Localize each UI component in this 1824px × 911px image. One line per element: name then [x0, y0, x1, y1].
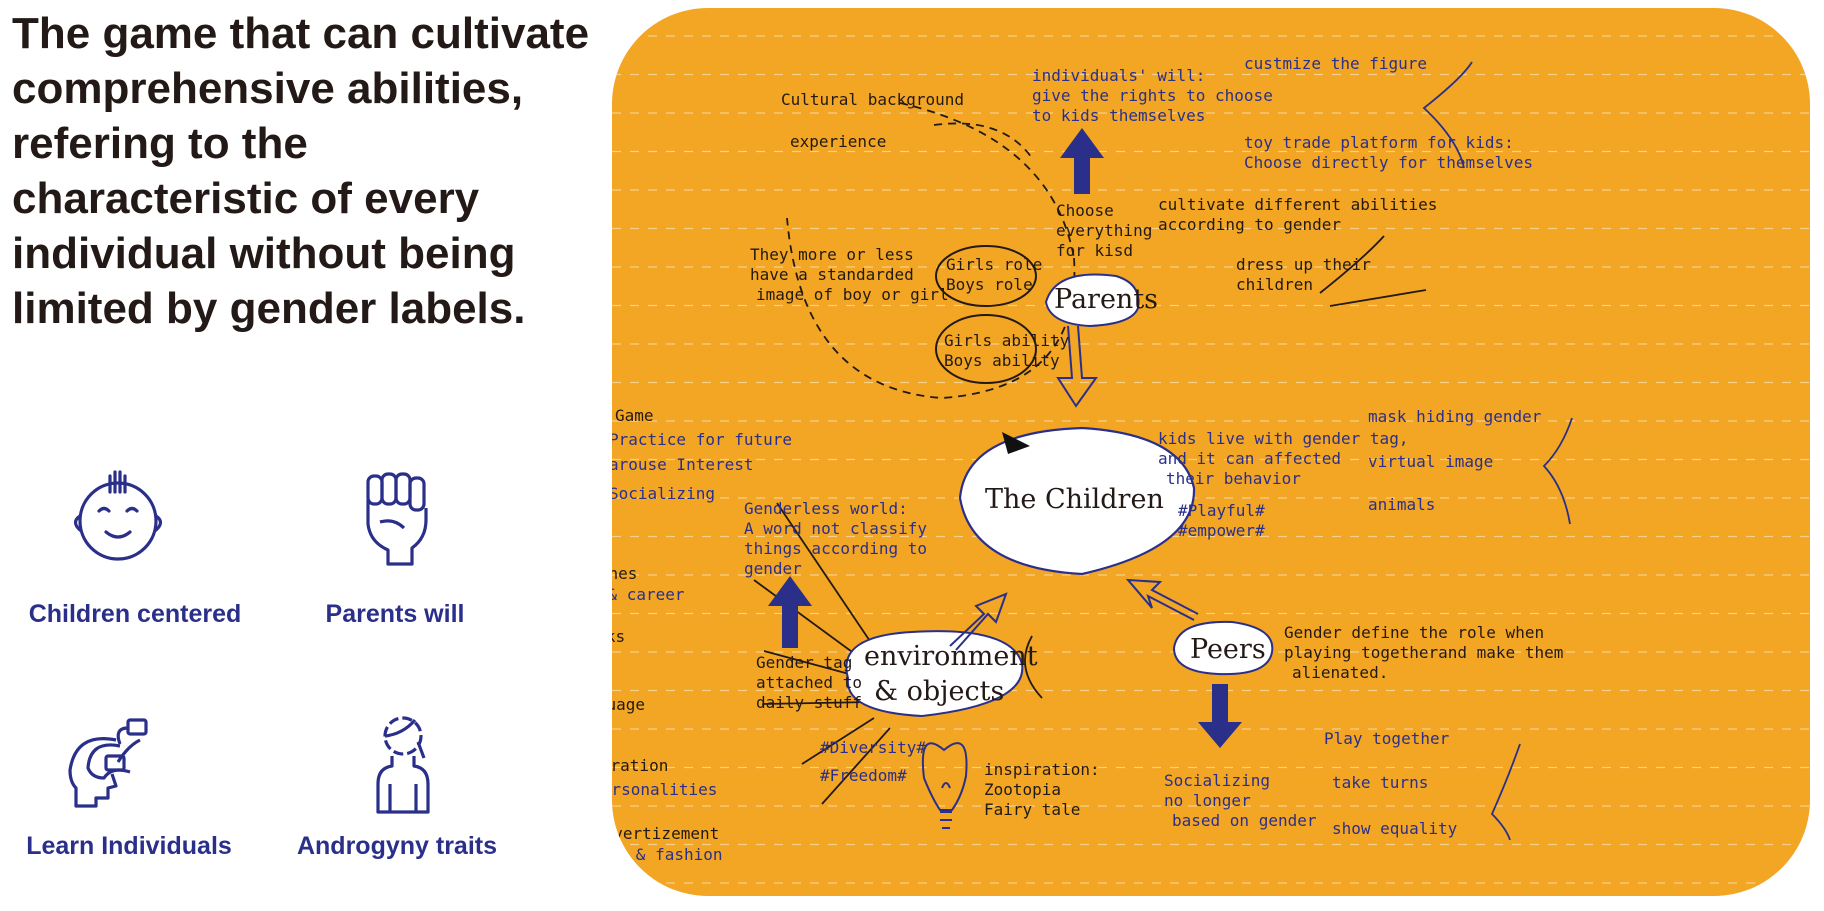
arrow-parents-to-children: [1056, 325, 1098, 408]
arrow-environment-to-children: [949, 592, 1008, 651]
text-girls-ability: Girls ability: [944, 331, 1070, 350]
text-gender-tag-kids-2: and it can affected: [1158, 449, 1341, 468]
text-inspiration-1: inspiration:: [984, 760, 1100, 779]
node-parents: Parents: [1054, 284, 1158, 315]
text-cultural-background: Cultural background: [781, 90, 964, 109]
text-peers-role-2: playing togetherand make them: [1284, 643, 1563, 662]
text-show-equality: show equality: [1332, 819, 1458, 838]
feature-label-learn-individuals: Learn Individuals: [26, 832, 232, 860]
feature-label-parents-will: Parents will: [325, 600, 465, 628]
mindmap-canvas: Parents The Children environment & objec…: [612, 35, 1810, 884]
text-genderless-2: A word not classify: [744, 519, 927, 538]
text-decoration-sub: Show personalities: [612, 780, 717, 799]
lightbulb-icon: [921, 742, 968, 829]
node-environment-line2: & objects: [874, 676, 1004, 707]
headline: The game that can cultivate comprehensiv…: [12, 9, 590, 333]
text-peers-role-1: Gender define the role when: [1284, 623, 1544, 642]
node-peers: Peers: [1190, 634, 1266, 665]
arrows: [768, 128, 1242, 748]
baby-face-icon: [73, 470, 163, 561]
text-socializing-2: no longer: [1164, 791, 1251, 810]
text-will-1: individuals' will:: [1032, 66, 1205, 85]
arrow-down-peers: [1198, 684, 1242, 748]
text-animals: animals: [1368, 495, 1435, 514]
text-toy-trade-2: Choose directly for themselves: [1244, 153, 1533, 172]
text-choose-2: everything: [1056, 221, 1152, 240]
text-language: language: [612, 695, 645, 714]
text-dress-2: children: [1236, 275, 1313, 294]
text-game-item-2: arouse Interest: [612, 455, 754, 474]
text-tag-playful: #Playful#: [1178, 501, 1265, 520]
text-gender-tag-kids-1: kids live with gender tag,: [1158, 429, 1408, 448]
text-gender-tag-2: attached to: [756, 673, 862, 692]
feature-label-androgyny-traits: Androgyny traits: [296, 832, 498, 860]
text-choose-1: Choose: [1056, 201, 1114, 220]
text-clothes: clothes: [612, 564, 637, 583]
text-advertizement: advertizement: [612, 824, 719, 843]
text-decoration: decoration: [612, 756, 668, 775]
text-genderless-1: Genderless world:: [744, 499, 908, 518]
text-tag-freedom: #Freedom#: [820, 766, 907, 785]
background-dashes: [612, 35, 1810, 884]
arrow-peers-to-children: [1125, 578, 1199, 621]
text-peers-role-3: alienated.: [1292, 663, 1388, 682]
arrow-up-environment: [768, 576, 812, 648]
text-take-turns: take turns: [1332, 773, 1428, 792]
text-will-2: give the rights to choose: [1032, 86, 1273, 105]
raised-fist-icon: [366, 472, 428, 566]
arrow-up-parents: [1060, 128, 1104, 194]
text-genderless-3: things according to: [744, 539, 927, 558]
text-game-item-3: Socializing: [612, 484, 715, 503]
text-gender-tag-3: daily stuff: [756, 693, 862, 712]
text-boys-ability: Boys ability: [944, 351, 1060, 370]
text-standard-image-1: They more or less: [750, 245, 914, 264]
text-tag-diversity: #Diversity#: [820, 738, 926, 757]
feature-label-children-centered: Children centered: [28, 600, 242, 628]
head-with-toy-icon: [68, 718, 148, 808]
node-shapes: [845, 245, 1274, 718]
text-experience: experience: [790, 132, 886, 151]
text-toy-trade-1: toy trade platform for kids:: [1244, 133, 1514, 152]
text-customize-figure: custmize the figure: [1244, 54, 1427, 73]
node-children: The Children: [985, 484, 1164, 515]
text-gender-tag-1: Gender tag: [756, 653, 852, 672]
text-standard-image-2: have a standarded: [750, 265, 914, 284]
text-game-item-1: Practice for future: [612, 430, 792, 449]
text-dress-1: dress up their: [1236, 255, 1371, 274]
text-girls-role: Girls role: [946, 255, 1042, 274]
text-clothes-sub: Beauty & career: [612, 585, 685, 604]
text-cultivate-2: according to gender: [1158, 215, 1341, 234]
text-genderless-4: gender: [744, 559, 802, 578]
text-tag-empower: #empower#: [1178, 521, 1265, 540]
text-inspiration-3: Fairy tale: [984, 800, 1080, 819]
node-environment-line1: environment: [864, 641, 1038, 672]
text-books: books: [612, 627, 625, 646]
text-cultivate-1: cultivate different abilities: [1158, 195, 1437, 214]
text-mask-hiding-gender: mask hiding gender: [1368, 407, 1542, 426]
androgynous-person-icon: [376, 716, 430, 814]
text-boys-role: Boys role: [946, 275, 1033, 294]
text-game: Game: [615, 406, 654, 425]
text-advertizement-sub: Trend & fashion: [612, 845, 723, 864]
text-virtual-image: virtual image: [1368, 452, 1493, 471]
text-socializing-3: based on gender: [1172, 811, 1317, 830]
text-choose-3: for kisd: [1056, 241, 1133, 260]
text-inspiration-2: Zootopia: [984, 780, 1061, 799]
text-will-3: to kids themselves: [1032, 106, 1205, 125]
text-standard-image-3: image of boy or girl: [756, 285, 949, 304]
text-socializing-1: Socializing: [1164, 771, 1270, 790]
text-gender-tag-kids-3: their behavior: [1166, 469, 1301, 488]
mindmap-board: Parents The Children environment & objec…: [612, 8, 1810, 896]
text-play-together: Play together: [1324, 729, 1450, 748]
